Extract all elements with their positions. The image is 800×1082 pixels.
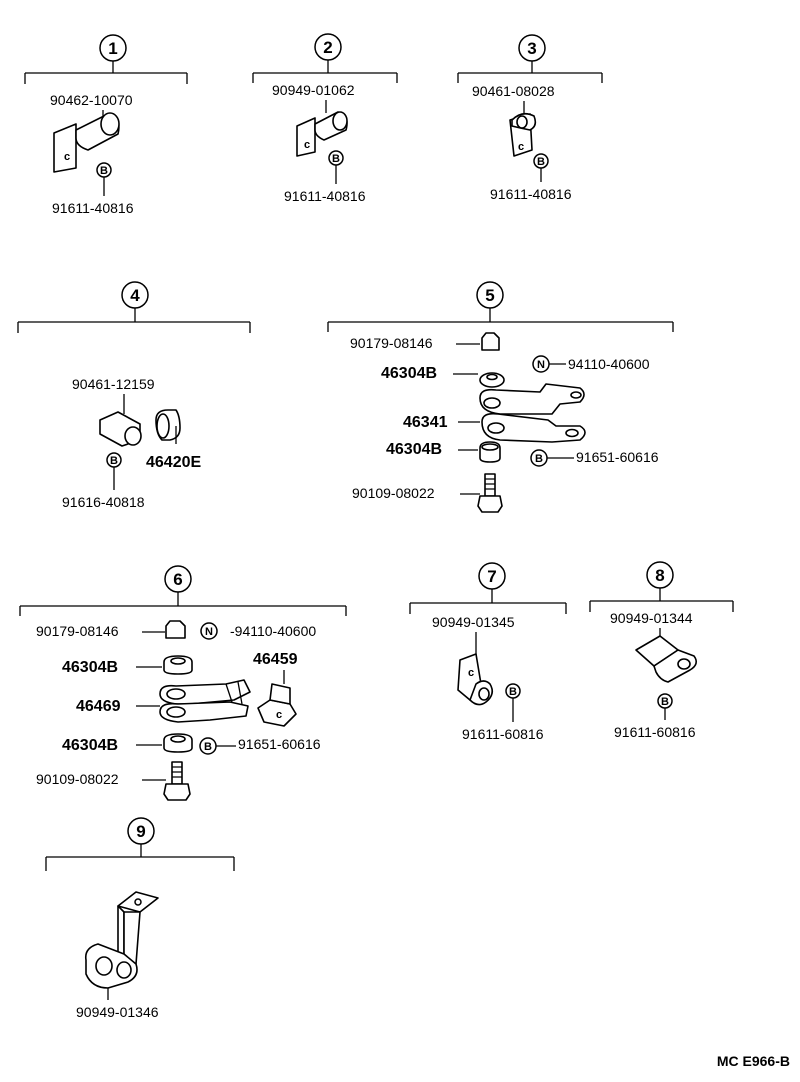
marker-letter: B [509, 686, 517, 698]
lever-part [479, 383, 586, 443]
group-8: 8 90949-01344 B 91611-60816 [589, 561, 734, 740]
marker-letter: N [537, 359, 545, 371]
figure-code: MC E966-B [717, 1053, 790, 1069]
part-46341: 46341 [403, 414, 448, 431]
group-9-number: 9 [136, 822, 145, 841]
group-6-number: 6 [173, 570, 182, 589]
bracket-clamp-part [84, 891, 159, 989]
part-46304B-upper: 46304B [381, 365, 437, 382]
group-6: 6 90179-08146 N -94110-40600 46304B 4645… [19, 565, 347, 801]
bushing-hole [486, 373, 498, 381]
group-4-number: 4 [130, 286, 140, 305]
group-9-bracket [45, 844, 235, 871]
group-2-number: 2 [323, 38, 332, 57]
part-91611-40816: 91611-40816 [52, 200, 134, 216]
clamp-letter-c: c [64, 151, 70, 163]
group-4-bracket [17, 308, 251, 333]
marker-letter: N [205, 626, 213, 638]
part-90461-08028: 90461-08028 [472, 83, 555, 99]
nut-marker-n [200, 622, 218, 640]
part-91611-60816: 91611-60816 [614, 724, 696, 740]
clamp-part: c [296, 111, 348, 157]
group-5: 5 90179-08146 N 94110-40600 46304B 46341… [327, 281, 674, 513]
part-46304B-upper: 46304B [62, 659, 118, 676]
bushing-hole [481, 443, 499, 451]
nut-part [481, 332, 500, 351]
clamp-letter-c: c [518, 141, 524, 153]
group-3-bracket [457, 61, 603, 83]
group-7-number: 7 [487, 567, 496, 586]
group-7: 7 90949-01345 c B 91611-60816 [409, 562, 567, 742]
clamp-part: c [53, 112, 120, 173]
clamp-letter-c: c [304, 139, 310, 151]
marker-letter: B [535, 453, 543, 465]
part-46304B-lower: 46304B [62, 737, 118, 754]
part-90462-10070: 90462-10070 [50, 92, 133, 108]
group-4: 4 90461-12159 46420E B 91616-40818 [17, 281, 251, 510]
marker-letter: B [110, 455, 118, 467]
marker-letter: B [537, 156, 545, 168]
lever-part [159, 679, 251, 723]
part-46420E: 46420E [146, 454, 201, 471]
part-91611-40816: 91611-40816 [284, 188, 366, 204]
part-91651-60616: 91651-60616 [238, 736, 321, 752]
part-91651-60616: 91651-60616 [576, 449, 659, 465]
group-7-bracket [409, 589, 567, 614]
bolt-part [477, 473, 503, 513]
part-90461-12159: 90461-12159 [72, 376, 155, 392]
part-46459: 46459 [253, 651, 298, 668]
part-90949-01062: 90949-01062 [272, 82, 355, 98]
group-8-bracket [589, 588, 734, 612]
clamp-part: c [509, 112, 537, 157]
insert-letter-c: c [276, 709, 282, 721]
part-90949-01345: 90949-01345 [432, 614, 515, 630]
part-90949-01344: 90949-01344 [610, 610, 693, 626]
insert-part: c [257, 683, 297, 727]
group-8-number: 8 [655, 566, 664, 585]
group-1: 1 90462-10070 c B 91611-40816 [24, 34, 188, 216]
part-90179-08146: 90179-08146 [36, 623, 119, 639]
bushing-part [155, 409, 181, 441]
marker-letter: B [100, 165, 108, 177]
part-91611-40816: 91611-40816 [490, 186, 572, 202]
clamp-part: c [457, 653, 494, 706]
bolt-part [163, 761, 191, 801]
group-2: 2 90949-01062 c B 91611-40816 [252, 33, 398, 204]
group-1-bracket [24, 61, 188, 84]
part-46469: 46469 [76, 698, 121, 715]
part-90109-08022: 90109-08022 [36, 771, 119, 787]
marker-letter: B [332, 153, 340, 165]
group-6-bracket [19, 592, 347, 616]
bushing-hole [170, 735, 186, 743]
group-9: 9 90949-01346 [45, 817, 235, 1020]
part-90179-08146: 90179-08146 [350, 335, 433, 351]
part-94110-40600: 94110-40600 [568, 356, 650, 372]
clamp-part [99, 411, 142, 447]
group-3: 3 90461-08028 c B 91611-40816 [457, 34, 603, 202]
marker-letter: B [204, 741, 212, 753]
part-91611-60816: 91611-60816 [462, 726, 544, 742]
part-46304B-lower: 46304B [386, 441, 442, 458]
part-91616-40818: 91616-40818 [62, 494, 145, 510]
group-1-number: 1 [108, 39, 117, 58]
marker-letter: B [661, 696, 669, 708]
group-5-bracket [327, 308, 674, 332]
bushing-hole [170, 657, 186, 665]
nut-part [165, 620, 186, 639]
part-90949-01346: 90949-01346 [76, 1004, 159, 1020]
part-94110-40600: -94110-40600 [230, 623, 316, 639]
group-5-number: 5 [485, 286, 494, 305]
clamp-part [635, 635, 698, 683]
group-2-bracket [252, 60, 398, 83]
group-3-number: 3 [527, 39, 536, 58]
part-90109-08022: 90109-08022 [352, 485, 435, 501]
clamp-letter-c: c [468, 667, 474, 679]
